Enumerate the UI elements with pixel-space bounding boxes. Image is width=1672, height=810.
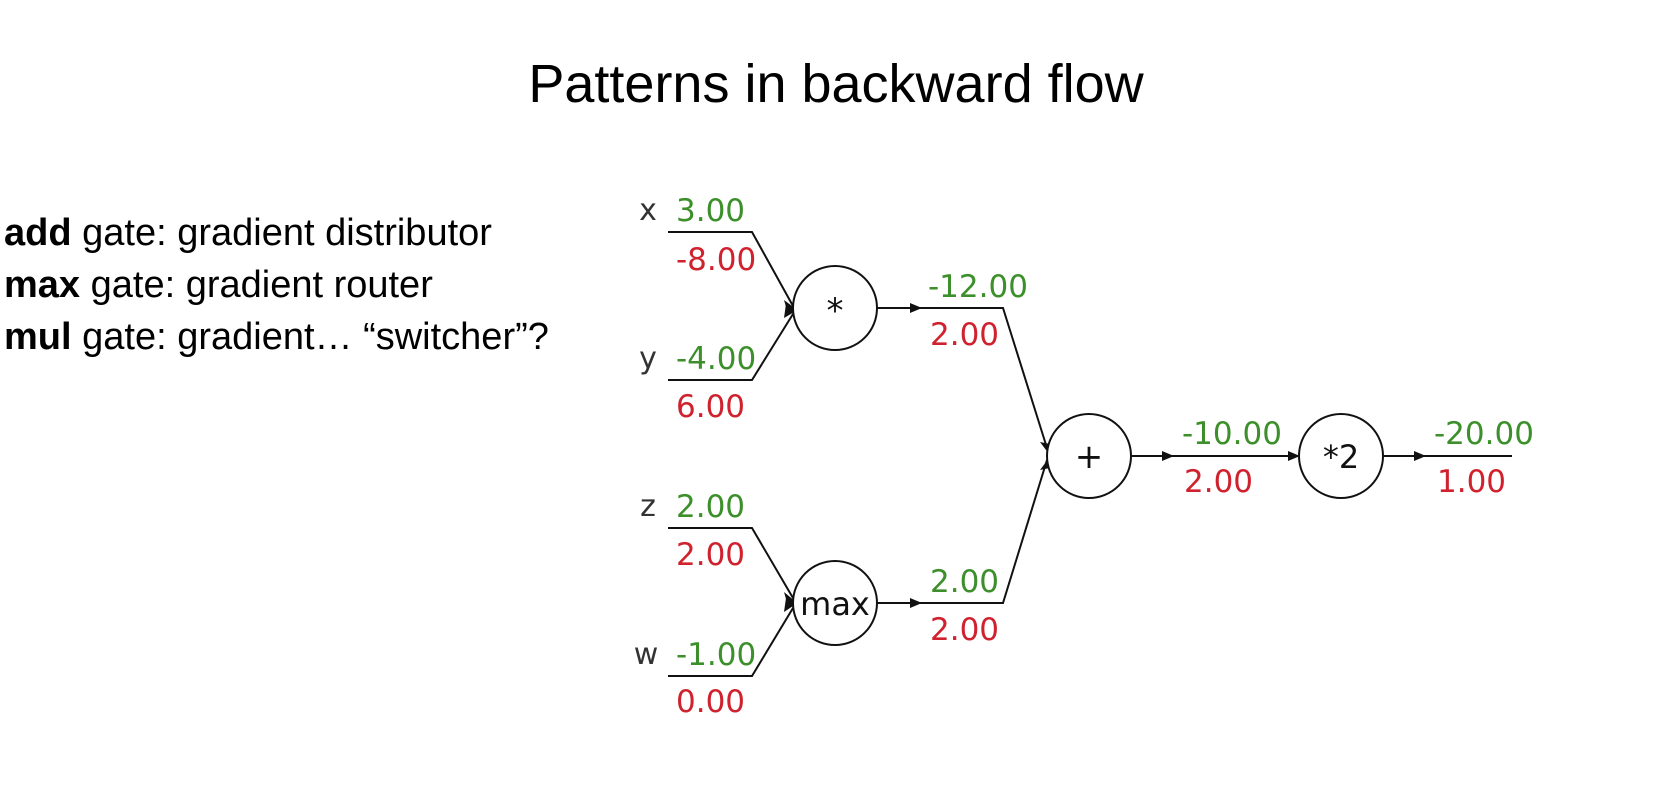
input-w-name: w <box>634 637 659 672</box>
wire-w <box>668 607 794 677</box>
note-max-text: gate: gradient router <box>80 264 433 306</box>
max-forward: 2.00 <box>930 564 999 600</box>
gate-mul <box>792 265 878 351</box>
arrowhead-w <box>784 598 796 612</box>
wire-x <box>668 231 794 307</box>
arrowhead-max-out <box>910 598 922 608</box>
input-y-backward: 6.00 <box>676 389 745 425</box>
scale-forward: -20.00 <box>1434 416 1534 452</box>
gate-max-label: max <box>800 585 870 623</box>
note-mul-text: gate: gradient… “switcher”? <box>71 316 549 358</box>
note-max-keyword: max <box>4 264 81 306</box>
gate-max <box>792 560 878 646</box>
arrowhead-y <box>784 304 796 318</box>
add-backward: 2.00 <box>1184 464 1253 500</box>
add-forward: -10.00 <box>1182 416 1282 452</box>
wire-z <box>668 527 794 599</box>
gate-mul-label: * <box>827 291 844 331</box>
note-mul-keyword: mul <box>4 316 72 358</box>
input-z-name: z <box>640 489 656 524</box>
input-x-forward: 3.00 <box>676 193 745 229</box>
gate-scale <box>1298 413 1384 499</box>
note-add-keyword: add <box>4 212 72 254</box>
input-x-backward: -8.00 <box>676 242 756 278</box>
input-z-forward: 2.00 <box>676 489 745 525</box>
gate-scale-label: *2 <box>1323 438 1359 476</box>
input-x-name: x <box>639 193 657 228</box>
arrowhead-scale-in <box>1288 451 1300 461</box>
note-mul: mul gate: gradient… “switcher”? <box>4 311 549 363</box>
note-add-text: gate: gradient distributor <box>71 212 492 254</box>
note-max: max gate: gradient router <box>4 259 549 311</box>
input-z-backward: 2.00 <box>676 537 745 573</box>
wire-y <box>668 313 794 381</box>
input-y-forward: -4.00 <box>676 341 756 377</box>
gate-add-label: + <box>1075 437 1104 477</box>
gate-notes: add gate: gradient distributor max gate:… <box>4 207 549 363</box>
input-w-backward: 0.00 <box>676 684 745 720</box>
arrowhead-scale-out <box>1414 451 1426 461</box>
arrowhead-mul-out <box>910 303 922 313</box>
input-y-name: y <box>639 341 657 376</box>
slide-title: Patterns in backward flow <box>528 54 1144 114</box>
mul-backward: 2.00 <box>930 317 999 353</box>
note-add: add gate: gradient distributor <box>4 207 549 259</box>
scale-backward: 1.00 <box>1437 464 1506 500</box>
arrowhead-add-out <box>1162 451 1174 461</box>
input-w-forward: -1.00 <box>676 637 756 673</box>
gate-add <box>1046 413 1132 499</box>
mul-forward: -12.00 <box>928 269 1028 305</box>
max-backward: 2.00 <box>930 612 999 648</box>
